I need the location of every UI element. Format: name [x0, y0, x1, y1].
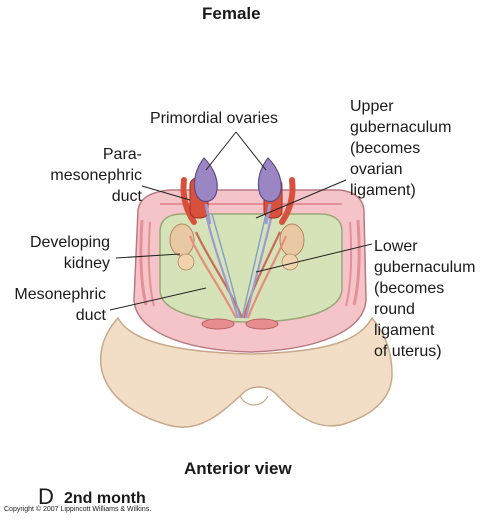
wall-stripe-left [139, 219, 148, 306]
copyright-text: Copyright © 2007 Lippincott Williams & W… [4, 506, 152, 513]
pelvic-opening-left [201, 318, 235, 330]
leader-lines [109, 131, 373, 311]
panel-stage: 2nd month [64, 490, 146, 507]
ovary-left [193, 157, 218, 203]
label-lower-gubernaculum: Lower gubernaculum (becomes round ligame… [374, 238, 476, 360]
duct-bundle [188, 213, 288, 319]
label-paramesonephric-duct: Para- mesonephric duct [50, 146, 142, 205]
upper-gubernaculum-right [264, 203, 272, 225]
paramesonephric-duct-left [180, 177, 197, 225]
paramesonephric-duct-right [279, 177, 296, 225]
panel-letter: D [38, 484, 54, 509]
wall-stripe-right [352, 219, 361, 306]
upper-gubernaculum-left [204, 203, 212, 225]
body-skin [99, 316, 393, 428]
pelvic-opening-right [245, 318, 279, 330]
view-label: Anterior view [184, 459, 292, 478]
ovary-right [257, 157, 282, 203]
label-mesonephric-duct: Mesonephric duct [14, 286, 106, 324]
wall-stripe-left-2 [147, 221, 155, 307]
kidney-lower-left [177, 253, 195, 271]
kidney-left [169, 223, 195, 257]
figure-title: Female [202, 4, 261, 23]
wall-stripe-right-2 [345, 221, 353, 307]
label-upper-gubernaculum: Upper gubernaculum (becomes ovarian liga… [350, 98, 452, 199]
body-fold [239, 395, 269, 406]
label-primordial-ovaries: Primordial ovaries [150, 110, 279, 127]
label-developing-kidney: Developing kidney [29, 234, 110, 272]
